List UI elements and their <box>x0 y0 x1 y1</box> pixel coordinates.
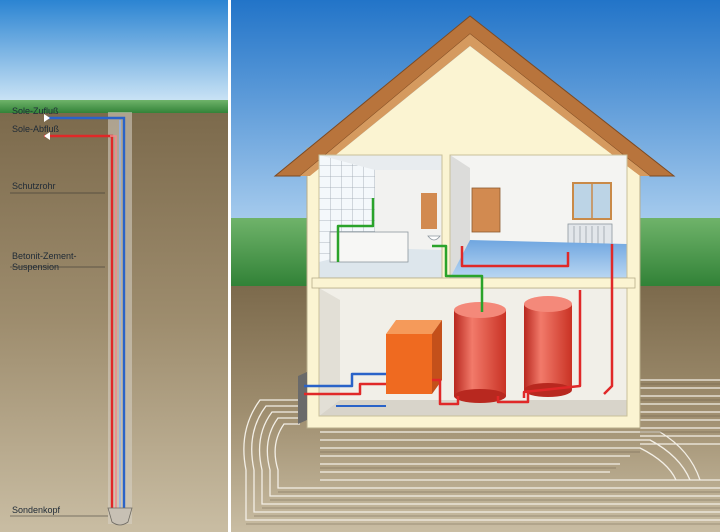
basement-room <box>318 287 628 417</box>
borehole-panel: Sole-Zufluß Sole-Abfluß Schutzrohr Beton… <box>0 0 228 532</box>
storage-tank-1-top <box>454 302 506 318</box>
label-sole-zufluss: Sole-Zufluß <box>12 106 59 116</box>
gable-wall <box>310 46 640 176</box>
probe-head <box>107 507 133 526</box>
sky-left <box>0 0 228 104</box>
storage-tank-1 <box>454 310 506 396</box>
living-room <box>449 154 628 279</box>
living-room-side-wall <box>450 155 470 278</box>
storage-tank-2-top <box>524 296 572 312</box>
basement-floor <box>319 400 627 416</box>
living-room-door <box>471 187 501 233</box>
bathroom-door <box>421 193 437 229</box>
outflow-arrow-icon <box>44 132 50 140</box>
label-sondenkopf: Sondenkopf <box>12 505 61 515</box>
panel-separator <box>228 0 231 532</box>
house-panel <box>231 0 720 532</box>
heat-pump-top <box>386 320 442 334</box>
ground-collector-shade <box>246 383 720 525</box>
house-foundation <box>298 372 307 424</box>
pipe-green-bathroom <box>336 198 375 262</box>
brine-inflow-pipe <box>44 116 126 512</box>
basement-side-wall <box>319 288 340 416</box>
bathtub <box>329 231 409 263</box>
ground-collector <box>243 379 720 521</box>
grass-strip-left <box>0 100 228 114</box>
washbasin <box>427 235 441 241</box>
pipe-red-riser <box>603 244 614 395</box>
pipe-red-hp-tank1 <box>432 378 460 406</box>
storage-tank-2 <box>524 304 572 390</box>
floor-slab <box>311 277 636 289</box>
label-betonit-line2: Suspension <box>12 262 59 272</box>
inflow-arrow-icon <box>44 114 50 122</box>
label-sole-abfluss: Sole-Abfluß <box>12 124 60 134</box>
heat-pump-unit <box>386 334 432 394</box>
label-schutzrohr: Schutzrohr <box>12 181 56 191</box>
brine-outflow-pipe-2 <box>110 135 117 512</box>
bathroom-room <box>318 154 443 279</box>
pipe-red-brine-out <box>304 382 386 396</box>
heat-pump-side <box>432 320 442 394</box>
pipe-red-radiator <box>460 246 570 268</box>
pipe-red-tank1-tank2 <box>496 390 530 404</box>
living-room-floor <box>450 240 627 278</box>
piping <box>304 198 614 407</box>
label-betonit-line1: Betonit-Zement- <box>12 251 77 261</box>
pipe-red-tank2 <box>522 290 582 398</box>
pipe-green-to-tank <box>432 244 484 312</box>
pipe-blue-brine-in <box>304 372 386 388</box>
